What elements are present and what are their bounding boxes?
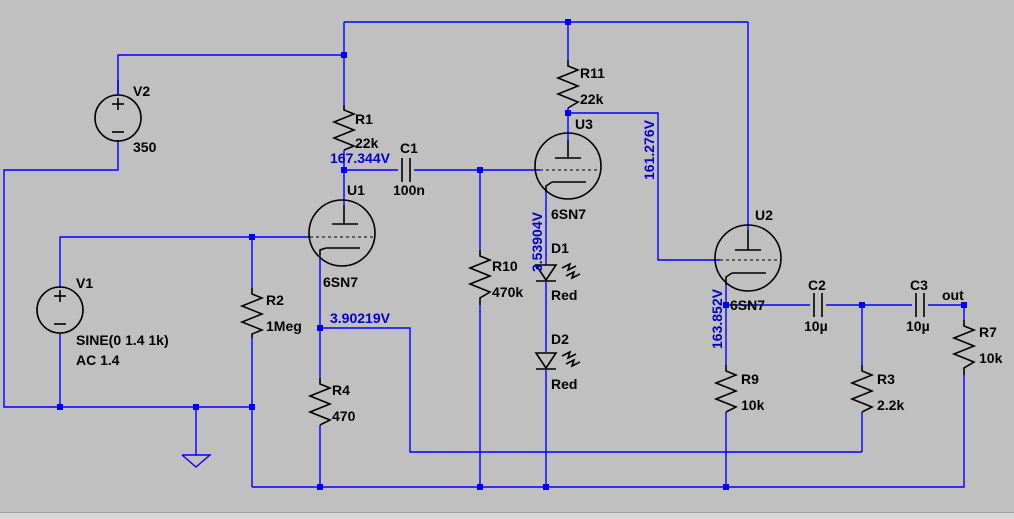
resistor-r2[interactable] — [239, 288, 265, 338]
d2-name: D2 — [551, 331, 569, 347]
u3-name: U3 — [575, 116, 593, 132]
r10-name: R10 — [492, 258, 518, 274]
junction[interactable] — [543, 484, 549, 490]
r9-value: 10k — [741, 397, 765, 413]
c2-name: C2 — [808, 277, 826, 293]
capacitor-c2[interactable] — [813, 293, 823, 317]
v2-name: V2 — [133, 83, 150, 99]
junction[interactable] — [341, 167, 347, 173]
junction[interactable] — [723, 302, 729, 308]
junction[interactable] — [249, 404, 255, 410]
r4-name: R4 — [332, 382, 350, 398]
r3-value: 2.2k — [877, 397, 904, 413]
junction[interactable] — [317, 484, 323, 490]
led-d1[interactable] — [534, 262, 581, 282]
d1-value: Red — [551, 287, 577, 303]
voltage-u3-plate: 161.276V — [641, 119, 657, 180]
r10-value: 470k — [492, 284, 523, 300]
junction[interactable] — [723, 484, 729, 490]
wire-bottom-rail[interactable] — [252, 375, 965, 488]
resistor-r7[interactable] — [951, 320, 977, 375]
ground-symbol[interactable] — [181, 454, 212, 468]
r1-value: 22k — [355, 135, 379, 151]
c1-value: 100n — [393, 182, 425, 198]
led-d2[interactable] — [534, 350, 581, 370]
v1-value-sine: SINE(0 1.4 1k) — [76, 332, 169, 348]
resistor-r11[interactable] — [555, 60, 581, 109]
r1-name: R1 — [355, 111, 373, 127]
resistor-r4[interactable] — [307, 378, 333, 426]
triode-u2[interactable] — [714, 224, 782, 292]
d1-name: D1 — [551, 240, 569, 256]
u1-value: 6SN7 — [323, 274, 358, 290]
resistor-r1[interactable] — [331, 105, 357, 151]
capacitor-c3[interactable] — [915, 293, 925, 317]
wire-feedback[interactable] — [320, 327, 862, 453]
c3-name: C3 — [910, 277, 928, 293]
d2-value: Red — [551, 376, 577, 392]
junctions — [57, 19, 967, 490]
c2-value: 10µ — [804, 318, 828, 334]
net-label-out: out — [942, 287, 964, 303]
resistor-r10[interactable] — [467, 250, 493, 305]
r11-value: 22k — [580, 91, 604, 107]
r3-name: R3 — [877, 371, 895, 387]
r7-value: 10k — [979, 350, 1003, 366]
wire-u3plate-u2grid[interactable] — [568, 112, 720, 261]
r7-name: R7 — [979, 324, 997, 340]
wire-c3-out[interactable] — [928, 304, 965, 320]
junction[interactable] — [317, 325, 323, 331]
junction[interactable] — [565, 19, 571, 25]
r2-value: 1Meg — [266, 318, 302, 334]
r11-name: R11 — [580, 65, 605, 81]
junction[interactable] — [193, 404, 199, 410]
wire-v2-neg[interactable] — [3, 140, 119, 408]
triode-u3[interactable] — [534, 132, 602, 200]
junction[interactable] — [477, 167, 483, 173]
capacitor-c1[interactable] — [401, 158, 411, 182]
junction[interactable] — [565, 110, 571, 116]
r2-name: R2 — [266, 292, 284, 308]
wires — [3, 21, 965, 488]
triode-u1[interactable] — [308, 199, 376, 267]
v2-value: 350 — [133, 139, 157, 155]
resistor-r3[interactable] — [849, 365, 875, 413]
resistor-r9[interactable] — [713, 365, 739, 413]
c3-value: 10µ — [906, 318, 930, 334]
u2-name: U2 — [755, 207, 773, 223]
source-v1[interactable] — [36, 286, 84, 334]
voltage-u1-cathode: 3.90219V — [330, 310, 391, 326]
v1-name: V1 — [76, 275, 93, 291]
voltage-u1-plate: 167.344V — [330, 150, 391, 166]
junction[interactable] — [249, 234, 255, 240]
u2-value: 6SN7 — [730, 297, 765, 313]
r4-value: 470 — [332, 408, 356, 424]
junction[interactable] — [341, 52, 347, 58]
wire-v1-u1grid[interactable] — [59, 236, 310, 288]
junction[interactable] — [477, 484, 483, 490]
voltage-u3-cathode: 3.53904V — [529, 211, 545, 272]
u3-value: 6SN7 — [551, 206, 586, 222]
voltage-u2-cathode: 163.852V — [709, 288, 725, 349]
status-bar — [0, 512, 1014, 519]
u1-name: U1 — [347, 182, 365, 198]
c1-name: C1 — [400, 140, 418, 156]
wire-v2-pos[interactable] — [117, 54, 344, 95]
junction[interactable] — [859, 302, 865, 308]
junction[interactable] — [57, 404, 63, 410]
r9-name: R9 — [741, 371, 759, 387]
junction[interactable] — [961, 302, 967, 308]
source-v2[interactable] — [94, 80, 142, 142]
v1-value-ac: AC 1.4 — [76, 352, 120, 368]
